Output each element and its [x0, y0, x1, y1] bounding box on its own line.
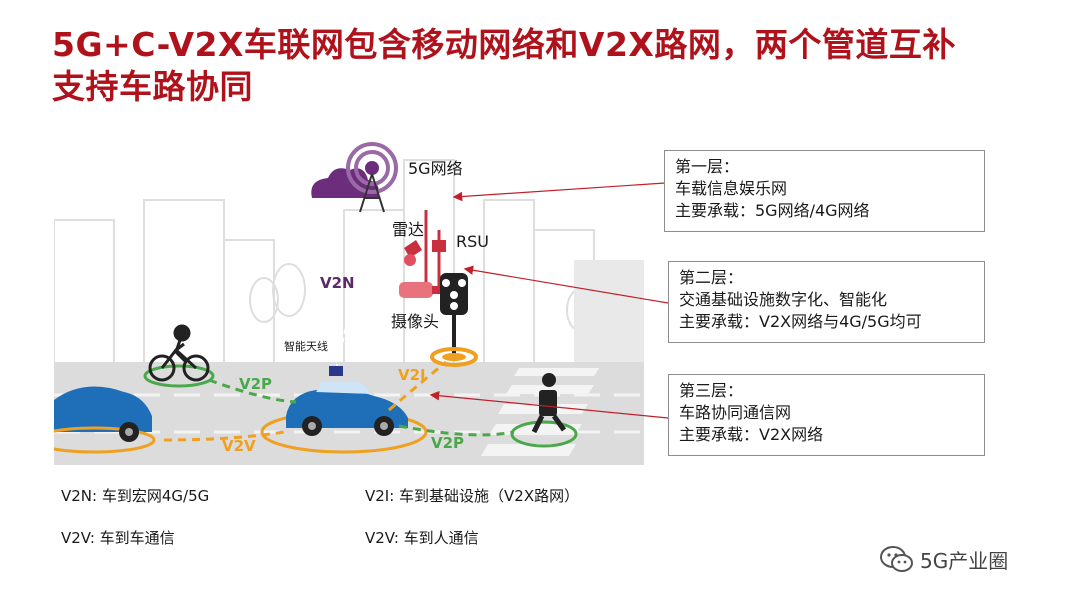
- arrow-layer-2: [463, 265, 669, 304]
- legend-v2v-person: V2V: 车到人通信: [365, 529, 479, 547]
- left-car-icon: [54, 386, 156, 454]
- title-line-2: 支持车路协同: [52, 67, 253, 106]
- label-v2v: V2V: [222, 437, 256, 455]
- layer-box-2: 第二层： 交通基础设施数字化、智能化 主要承载：V2X网络与4G/5G均可: [668, 261, 985, 343]
- label-rsu: RSU: [456, 232, 489, 251]
- radar-icon: [404, 240, 422, 266]
- camera-icon: [399, 282, 440, 298]
- label-v2p-right: V2P: [431, 434, 465, 452]
- layer-3-carrier: 主要承载：V2X网络: [679, 425, 824, 444]
- layer-3-name: 第三层：: [679, 381, 744, 400]
- rsu-icon: [432, 240, 446, 252]
- layer-2-name: 第二层：: [679, 268, 744, 287]
- cell-tower-icon: [346, 142, 398, 213]
- arrow-layer-1: [452, 182, 666, 202]
- layer-box-3: 第三层： 车路协同通信网 主要承载：V2X网络: [668, 374, 985, 456]
- arrow-layer-3: [429, 390, 669, 419]
- pedestrian-icon: [510, 373, 578, 448]
- legend-v2v-car: V2V: 车到车通信: [61, 529, 175, 547]
- label-v2p-left: V2P: [239, 375, 273, 393]
- label-v2i: V2I: [398, 366, 426, 384]
- legend-v2i: V2I: 车到基础设施（V2X路网）: [365, 487, 580, 505]
- center-car-icon: [260, 366, 428, 454]
- label-5g-network: 5G网络: [408, 159, 463, 178]
- label-v2n: V2N: [320, 274, 355, 292]
- v2x-links: [163, 360, 515, 442]
- layer-2-carrier: 主要承载：V2X网络与4G/5G均可: [679, 312, 922, 331]
- label-radar: 雷达: [392, 220, 425, 239]
- layer-2-desc: 交通基础设施数字化、智能化: [679, 290, 888, 309]
- traffic-light-icon: [430, 273, 478, 367]
- watermark-text: 5G产业圈: [920, 549, 1009, 573]
- label-camera: 摄像头: [391, 312, 440, 331]
- wechat-icon: [880, 545, 913, 572]
- layer-1-desc: 车载信息娱乐网: [675, 179, 788, 198]
- page-title: 5G+C-V2X车联网包含移动网络和V2X路网，两个管道互补 支持车路协同: [52, 24, 1042, 108]
- cyclist-icon: [143, 324, 215, 388]
- legend-v2n: V2N: 车到宏网4G/5G: [61, 487, 210, 505]
- layer-1-carrier: 主要承载：5G网络/4G网络: [675, 201, 870, 220]
- layer-box-1: 第一层： 车载信息娱乐网 主要承载：5G网络/4G网络: [664, 150, 985, 232]
- watermark: 5G产业圈: [880, 545, 1008, 574]
- v2x-scene-illustration: [54, 142, 644, 465]
- layer-3-desc: 车路协同通信网: [679, 403, 792, 422]
- label-antenna: 智能天线: [284, 340, 328, 353]
- zebra-crossing: [481, 368, 599, 456]
- layer-1-name: 第一层：: [675, 157, 740, 176]
- title-line-1: 5G+C-V2X车联网包含移动网络和V2X路网，两个管道互补: [52, 25, 956, 64]
